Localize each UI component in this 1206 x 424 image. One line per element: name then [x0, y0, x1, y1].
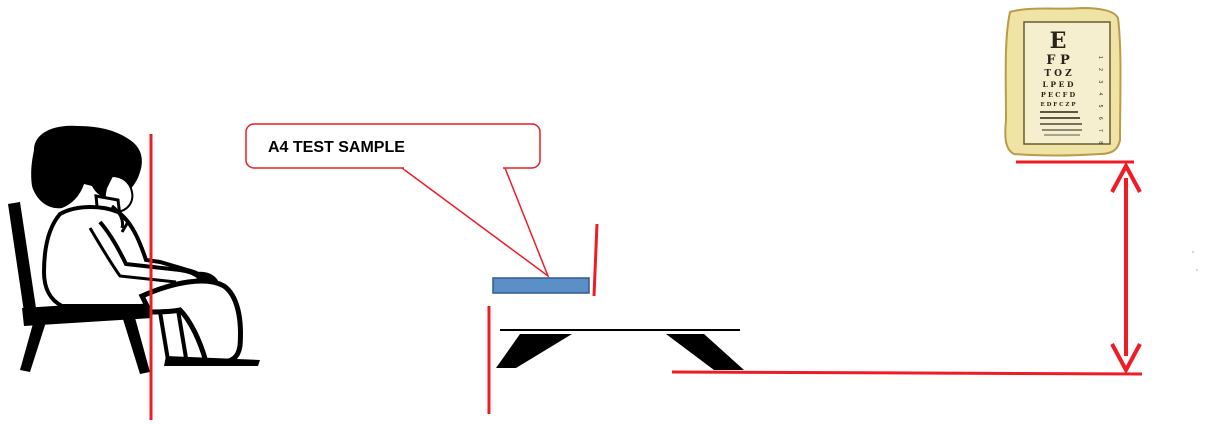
- floor-line: [671, 370, 1143, 376]
- chair-back-leg: [122, 314, 150, 374]
- chart-row-5: P E C F D: [1041, 91, 1076, 99]
- speck: [1192, 251, 1194, 253]
- person-collar: [111, 204, 130, 233]
- chart-row-1: E: [1050, 28, 1067, 54]
- snellen-eye-chart-icon: E F P T O Z L P E D P E C F D E D F C Z …: [1004, 6, 1122, 157]
- callout-bubble: A4 TEST SAMPLE: [245, 123, 550, 279]
- callout-pointer: [401, 167, 550, 279]
- sample-position-line: [592, 223, 599, 297]
- person-arm-inner: [88, 227, 177, 284]
- chair-front-leg: [20, 320, 46, 372]
- height-arrow-head-top: [1110, 161, 1142, 193]
- chart-row-numbers: 1 2 3 4 5 6 7 8: [1097, 56, 1103, 148]
- height-arrow-head-bottom: [1110, 343, 1142, 375]
- person-dress: [138, 278, 243, 365]
- chart-row-3: T O Z: [1044, 69, 1072, 79]
- table-icon: [496, 329, 744, 370]
- chart-row-4: L P E D: [1043, 80, 1074, 89]
- seated-person-icon: [31, 125, 260, 366]
- double-arrow-icon: [1110, 161, 1142, 375]
- chair-backrest: [8, 202, 36, 312]
- table-leg-left: [496, 334, 572, 368]
- a4-sheet-icon: [492, 277, 590, 294]
- table-leg-right: [666, 334, 744, 370]
- person-feet: [164, 356, 260, 366]
- callout-box: [245, 123, 541, 169]
- chart-row-2: F P: [1046, 53, 1070, 68]
- chart-row-6: E D F C Z P: [1041, 102, 1076, 108]
- speck: [1196, 269, 1198, 271]
- callout-label: A4 TEST SAMPLE: [268, 139, 405, 156]
- person-legs: [158, 309, 188, 361]
